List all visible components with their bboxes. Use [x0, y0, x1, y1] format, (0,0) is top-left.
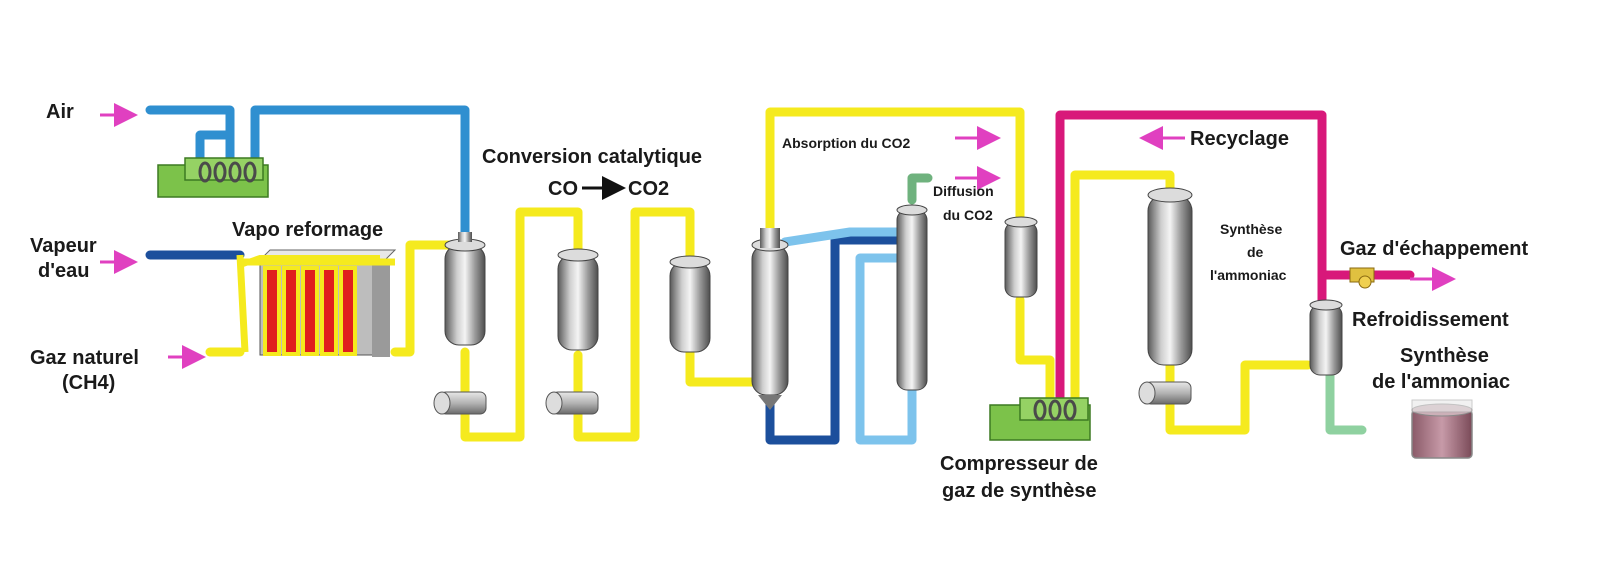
reactor-vessel-2 [557, 248, 599, 351]
exhaust-valve [1349, 267, 1375, 289]
conversion-label: Conversion catalytique [482, 146, 702, 168]
recycle-pipe [1055, 110, 1327, 407]
synthesis-small-line1: Synthèse [1220, 221, 1282, 237]
ammonia-beaker [1411, 399, 1473, 459]
air-pipe-stub [195, 130, 235, 173]
flow-arrows [100, 103, 1456, 369]
synthesis-reactor [1147, 187, 1193, 366]
pipes [145, 105, 1415, 445]
reformer-to-vessel1 [390, 240, 460, 357]
synthesis-small-line3: l'ammoniac [1210, 267, 1287, 283]
steam-label-line1: Vapeur [30, 235, 97, 257]
product-pipe [1325, 370, 1367, 435]
co2-dark-loop [765, 235, 910, 445]
compressor-label-line1: Compresseur de [940, 453, 1098, 475]
reactor-vessel-1 [444, 232, 486, 346]
to-compressor [1015, 295, 1055, 407]
air-pipe [145, 105, 470, 245]
diffusion-vent [907, 173, 933, 205]
diffusion-column [896, 204, 928, 391]
pump-2 [545, 391, 599, 415]
air-compressor [157, 157, 269, 198]
gas-label-line2: (CH4) [62, 372, 115, 394]
vessel3-to-absorber [685, 345, 765, 387]
gas-label-line1: Gaz naturel [30, 347, 139, 369]
labels: Air Vapeur d'eau Gaz naturel (CH4) Vapo … [30, 101, 1528, 502]
diffusion-label-line2: du CO2 [943, 207, 993, 223]
cooler-vessel [1309, 299, 1343, 376]
pump-3 [1138, 381, 1192, 405]
syngas-compressor [989, 397, 1091, 441]
exhaust-label: Gaz d'échappement [1340, 238, 1528, 260]
conversion-co-label: CO [548, 178, 578, 200]
co2-light-loop [780, 227, 910, 247]
recycling-label: Recyclage [1190, 128, 1289, 150]
cooling-label: Refroidissement [1352, 309, 1509, 331]
co2-light-return [855, 253, 917, 445]
vessel2-loop [573, 207, 695, 442]
vapo-reformage-label: Vapo reformage [232, 219, 383, 241]
synthesis-output-line1: Synthèse [1400, 345, 1489, 367]
absorber-top-loop [765, 107, 1025, 237]
pump-1 [433, 391, 487, 415]
synthesis-small-line2: de [1247, 244, 1264, 260]
diffusion-label-line1: Diffusion [933, 183, 994, 199]
reactor-vessel-3 [669, 255, 711, 353]
absorption-label: Absorption du CO2 [782, 135, 911, 151]
absorber-column [751, 228, 789, 410]
small-vessel [1004, 216, 1038, 298]
air-label: Air [46, 101, 74, 123]
steam-label-line2: d'eau [38, 260, 89, 282]
vessel1-loop [460, 207, 583, 442]
steam-reformer [236, 249, 397, 357]
synth-to-cooler [1165, 355, 1313, 435]
conversion-co2-label: CO2 [628, 178, 669, 200]
compressor-label-line2: gaz de synthèse [942, 480, 1097, 502]
synthesis-output-line2: de l'ammoniac [1372, 371, 1510, 393]
compressor-to-synth [1070, 170, 1175, 407]
